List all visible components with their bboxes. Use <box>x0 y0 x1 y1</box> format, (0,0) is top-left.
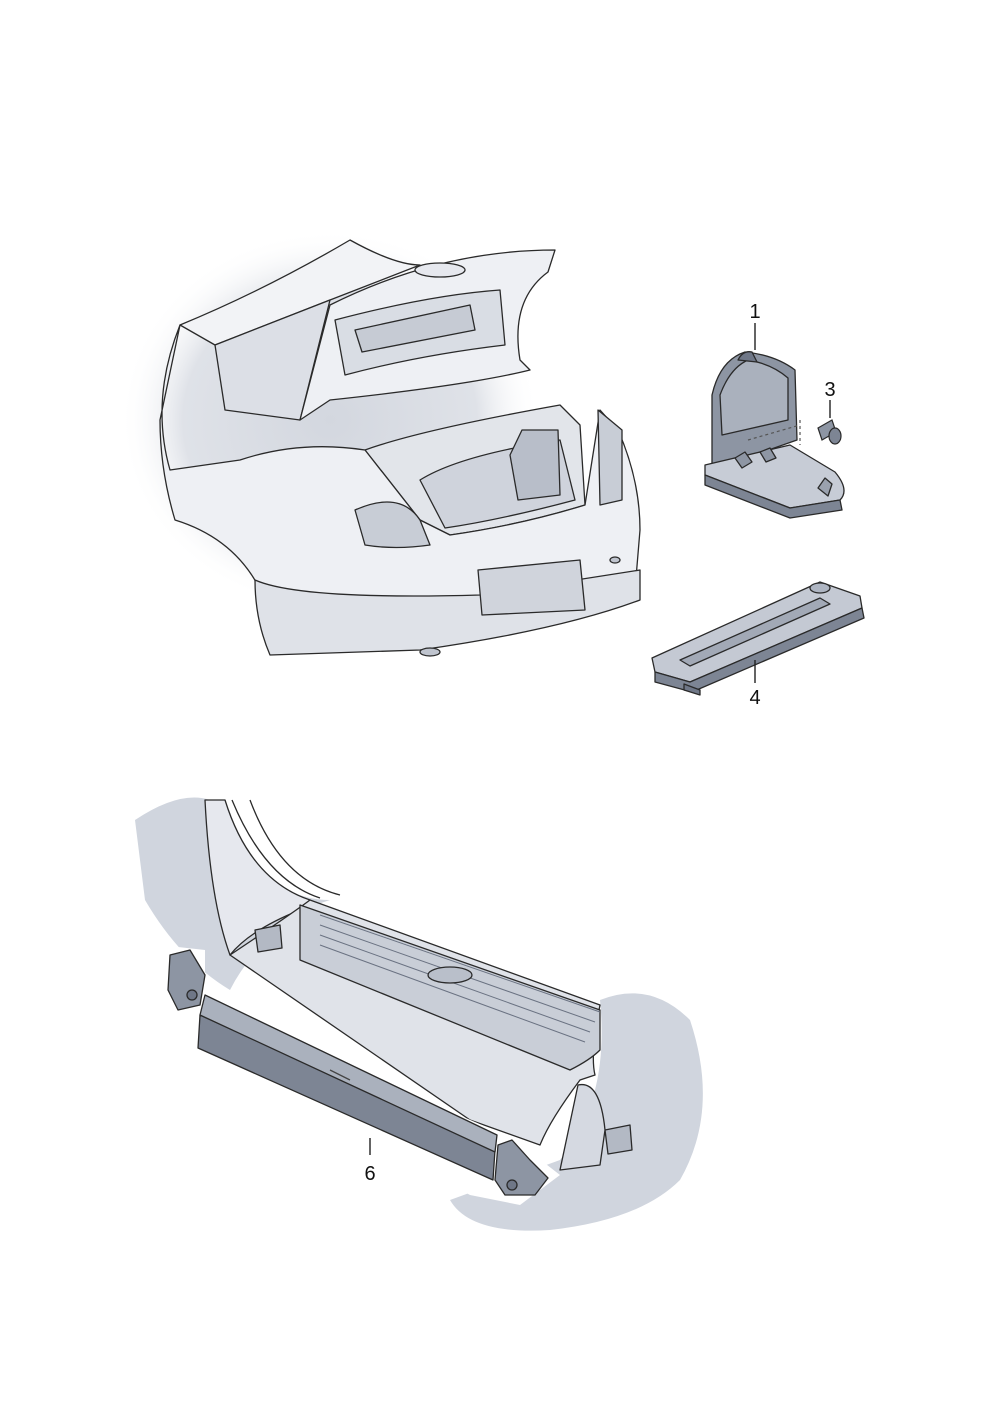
callout-3: 3 <box>824 379 835 401</box>
part-3-screw <box>747 419 842 445</box>
interior-illustration <box>135 797 703 1231</box>
part-1-holder <box>704 351 845 519</box>
callout-6: 6 <box>364 1163 375 1185</box>
part-4-jack <box>651 581 865 696</box>
callout-1: 1 <box>749 301 760 323</box>
callout-4: 4 <box>749 687 760 709</box>
part-6-luggage-cover <box>160 945 560 1205</box>
car-rear-illustration <box>120 230 641 657</box>
